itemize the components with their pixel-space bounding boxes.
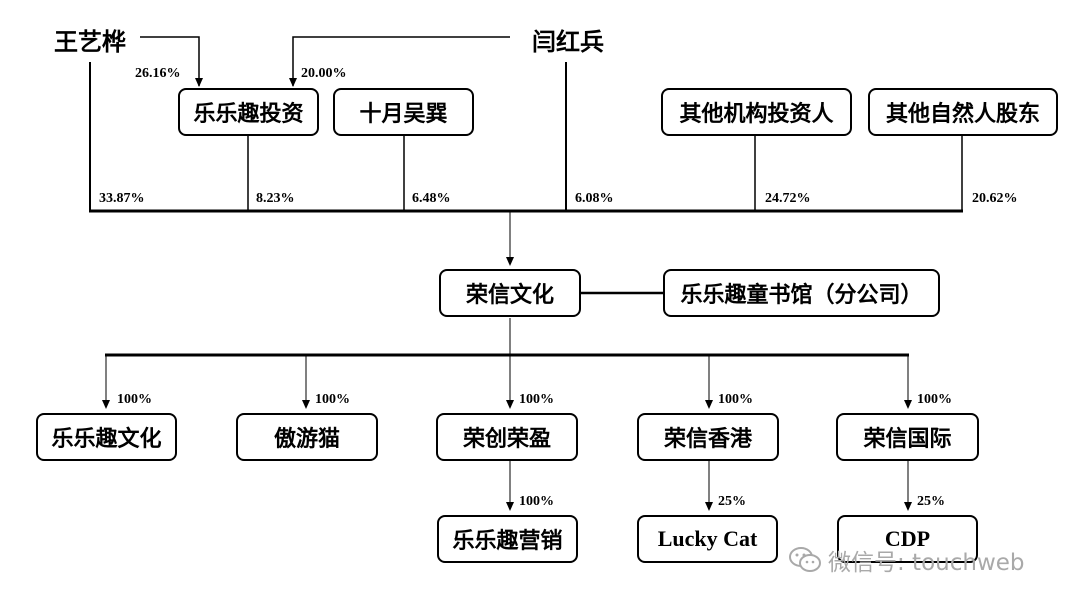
shareholder-yan: 闫红兵	[532, 28, 604, 56]
stake-sub-3: 100%	[718, 392, 753, 407]
stake-sub-0: 100%	[117, 392, 152, 407]
stake-other-individuals: 20.62%	[972, 191, 1018, 206]
watermark: 微信号: touchweb	[788, 543, 1025, 577]
node-shiyue: 十月吴巽	[333, 88, 474, 136]
wang-to-invest-line	[140, 36, 203, 87]
node-l2-lucky-cat: Lucky Cat	[637, 515, 778, 563]
stake-shiyue: 6.48%	[412, 191, 451, 206]
node-company: 荣信文化	[439, 269, 581, 317]
stake-sub-1: 100%	[315, 392, 350, 407]
wechat-icon	[789, 547, 821, 572]
stake-lelequ-invest: 8.23%	[256, 191, 295, 206]
stake-sub-4: 100%	[917, 392, 952, 407]
node-other-individuals: 其他自然人股东	[868, 88, 1058, 136]
stake-l2-0: 100%	[519, 494, 554, 509]
stake-wang-invest: 26.16%	[135, 66, 181, 81]
node-lelequ-invest: 乐乐趣投资	[178, 88, 319, 136]
shareholder-wang: 王艺桦	[54, 28, 126, 56]
stake-yan-invest: 20.00%	[301, 66, 347, 81]
stake-other-institutions: 24.72%	[765, 191, 811, 206]
stake-yan-direct: 6.08%	[575, 191, 614, 206]
node-sub-lelequ-culture: 乐乐趣文化	[36, 413, 177, 461]
node-sub-rongxin-hk: 荣信香港	[637, 413, 779, 461]
node-other-institutions: 其他机构投资人	[661, 88, 852, 136]
yan-to-invest-line	[289, 36, 510, 87]
node-l2-cdp: CDP	[837, 515, 978, 563]
watermark-text: 微信号: touchweb	[828, 550, 1025, 576]
node-sub-rongxin-intl: 荣信国际	[836, 413, 979, 461]
node-sub-aoyoumao: 傲游猫	[236, 413, 378, 461]
stake-wang-direct: 33.87%	[99, 191, 145, 206]
stake-sub-2: 100%	[519, 392, 554, 407]
stake-l2-2: 25%	[917, 494, 945, 509]
node-sub-rongchuang: 荣创荣盈	[436, 413, 578, 461]
node-l2-lelequ-marketing: 乐乐趣营销	[437, 515, 578, 563]
node-branch: 乐乐趣童书馆（分公司）	[663, 269, 940, 317]
stake-l2-1: 25%	[718, 494, 746, 509]
